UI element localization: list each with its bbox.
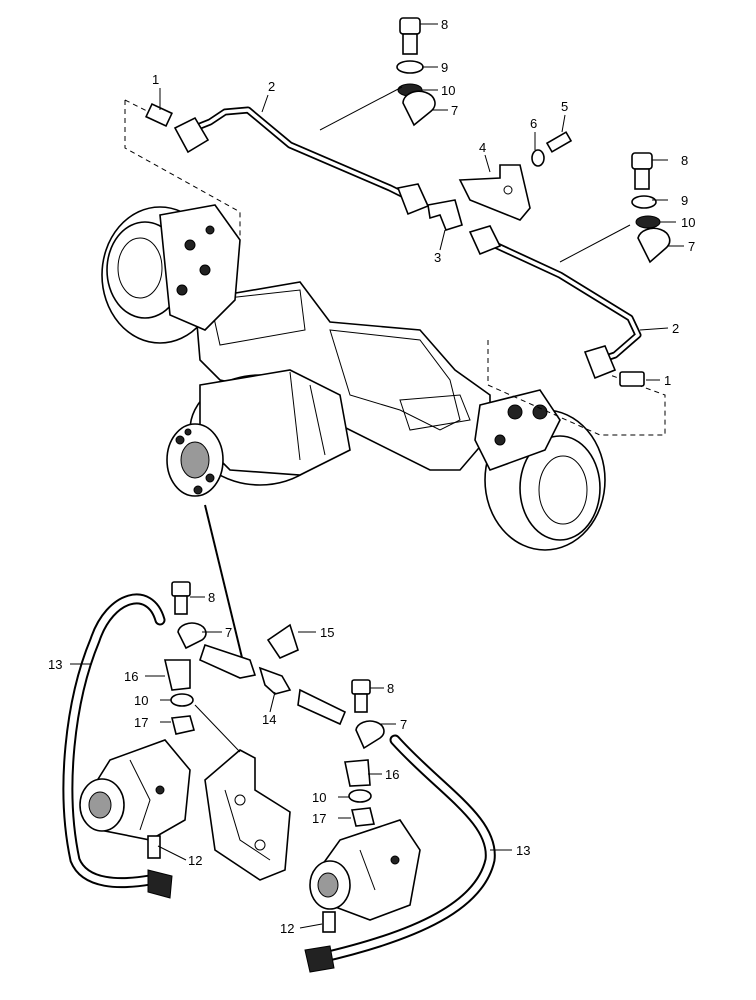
axle-assembly: [101, 204, 606, 551]
callout-5: 5: [561, 99, 568, 114]
hose-right: [304, 734, 496, 973]
callout-labels: 1 2 8 9 10 7 4 6 5 3 8 9 10 7 2 1 8 7 15…: [48, 17, 695, 936]
nut-17-left: [171, 715, 196, 735]
callout-16-right: 16: [385, 767, 399, 782]
callout-10-right: 10: [681, 215, 695, 230]
callout-8-lower-left: 8: [208, 590, 215, 605]
callout-10-top: 10: [441, 83, 455, 98]
callout-17-left: 17: [134, 715, 148, 730]
leader-axle-to-lower: [204, 504, 246, 671]
washer-10-left: [170, 693, 194, 707]
fitting-12-right: [322, 911, 336, 933]
fitting-12-left: [147, 835, 161, 859]
washer-10-right: [348, 789, 372, 803]
nut-17-right: [351, 807, 375, 827]
callout-1-top-left: 1: [152, 72, 159, 87]
callout-8-top: 8: [441, 17, 448, 32]
washer-6: [531, 149, 545, 167]
bracket-16-right: [344, 759, 371, 787]
callout-13-right: 13: [516, 843, 530, 858]
brake-pipe-left: [173, 106, 430, 216]
t-connector: [427, 199, 463, 231]
callout-3: 3: [434, 250, 441, 265]
bracket-top: [458, 164, 531, 221]
bracket-15: [266, 623, 299, 660]
callout-6: 6: [530, 116, 537, 131]
callout-17-right: 17: [312, 811, 326, 826]
fitting-right: [619, 371, 645, 387]
callout-12-right: 12: [280, 921, 294, 936]
callout-16-left: 16: [124, 669, 138, 684]
hose-left: [62, 593, 173, 899]
callout-10-lower-right: 10: [312, 790, 326, 805]
callout-7-top: 7: [451, 103, 458, 118]
valve-support-bracket: [204, 749, 291, 881]
adaptor-pipe-left: [199, 643, 257, 679]
brake-valve-left: [79, 739, 191, 841]
callout-2-top: 2: [268, 79, 275, 94]
adaptor-pipe-right: [297, 688, 347, 726]
callout-1-right: 1: [664, 373, 671, 388]
brake-valve-right: [309, 819, 421, 921]
callout-15: 15: [320, 625, 334, 640]
bolt-stack-right: [631, 152, 671, 264]
leader-lines: [70, 23, 684, 929]
brake-pipe-right: [468, 225, 642, 380]
callout-7-right: 7: [688, 239, 695, 254]
callout-14: 14: [262, 712, 276, 727]
bolt-8-lower-right: [351, 679, 371, 713]
clamp-7-lower-left: [177, 622, 207, 650]
callout-8-right: 8: [681, 153, 688, 168]
callout-9-right: 9: [681, 193, 688, 208]
bolt-stack-top: [396, 17, 436, 127]
callout-7-lower-right: 7: [400, 717, 407, 732]
bracket-16-left: [163, 659, 191, 691]
callout-7-lower-left: 7: [225, 625, 232, 640]
bolt-8-lower-left: [171, 581, 191, 615]
dashed-guide-right: [487, 340, 666, 436]
t-fitting-14: [258, 666, 292, 695]
callout-10-lower-left: 10: [134, 693, 148, 708]
bolt-5: [545, 131, 573, 153]
callout-9-top: 9: [441, 60, 448, 75]
callout-13-left: 13: [48, 657, 62, 672]
callout-8-lower-right: 8: [387, 681, 394, 696]
callout-4: 4: [479, 140, 486, 155]
fitting-left: [145, 102, 173, 128]
clamp-7-lower-right: [355, 720, 385, 750]
callout-2-right: 2: [672, 321, 679, 336]
callout-12-left: 12: [188, 853, 202, 868]
